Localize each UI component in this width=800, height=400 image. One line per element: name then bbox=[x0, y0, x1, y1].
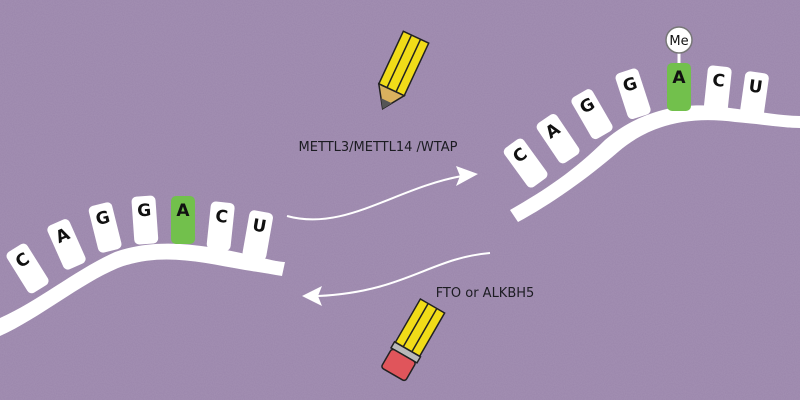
left-base-block bbox=[206, 201, 235, 251]
eraser-icon bbox=[381, 298, 446, 382]
right-strand-backbone bbox=[510, 105, 800, 222]
methyl-label: Me bbox=[669, 34, 688, 49]
reverse-arrow-head bbox=[302, 286, 322, 306]
left-base-letter: U bbox=[251, 215, 268, 237]
methyl-group: Me bbox=[665, 26, 693, 63]
left-base-0: C bbox=[6, 243, 49, 294]
left-strand-backbone bbox=[0, 243, 285, 336]
right-base-letter: U bbox=[747, 76, 763, 98]
right-base-block bbox=[703, 65, 732, 115]
right-base-letter: G bbox=[621, 74, 640, 97]
eraser-pencil-stripe bbox=[402, 303, 429, 348]
methyl-circle bbox=[665, 26, 693, 54]
reverse-enzyme-label: FTO or ALKBH5 bbox=[436, 286, 535, 301]
left-modified-base-block bbox=[171, 196, 195, 244]
left-base-letter: C bbox=[214, 207, 229, 228]
pencil-stripe bbox=[395, 39, 422, 93]
forward-arrow-line bbox=[286, 175, 463, 221]
right-base-block bbox=[536, 114, 580, 164]
forward-arrow-head bbox=[456, 166, 478, 186]
pencil-tip bbox=[380, 98, 392, 109]
pencil-stripe bbox=[386, 34, 413, 88]
right-base-block bbox=[615, 68, 651, 120]
right-base-0: C bbox=[503, 138, 548, 188]
right-base-block bbox=[739, 71, 769, 121]
forward-arrow bbox=[286, 166, 478, 221]
pencil-icon bbox=[377, 30, 430, 111]
left-base-letter: G bbox=[137, 201, 152, 222]
left-base-2: G bbox=[88, 202, 122, 253]
right-base-block bbox=[503, 138, 548, 188]
right-base-letter: C bbox=[711, 71, 726, 92]
eraser-pencil-stripe bbox=[411, 308, 438, 353]
right-base-block bbox=[571, 89, 613, 140]
left-base-block bbox=[242, 210, 273, 261]
right-base-3: G bbox=[615, 68, 651, 120]
left-base-3: G bbox=[131, 195, 159, 245]
right-base-2: G bbox=[571, 89, 613, 140]
right-modified-base-block bbox=[667, 63, 691, 111]
right-base-4: A bbox=[667, 63, 691, 111]
left-base-block bbox=[6, 243, 49, 294]
left-base-block bbox=[88, 202, 122, 253]
eraser-tip bbox=[381, 348, 416, 382]
reverse-arrow bbox=[302, 252, 491, 306]
right-base-6: U bbox=[739, 71, 769, 121]
left-base-4: A bbox=[171, 196, 195, 244]
right-base-1: A bbox=[536, 114, 580, 164]
left-base-1: A bbox=[47, 219, 86, 270]
forward-enzyme-label: METTL3/METTL14 /WTAP bbox=[299, 140, 458, 155]
left-base-block bbox=[47, 219, 86, 270]
left-base-block bbox=[131, 195, 159, 245]
right-base-letter: A bbox=[672, 68, 686, 88]
left-base-6: U bbox=[242, 210, 273, 261]
left-base-5: C bbox=[206, 201, 235, 251]
reverse-arrow-line bbox=[317, 252, 491, 297]
left-base-letter: G bbox=[94, 207, 112, 230]
right-base-5: C bbox=[703, 65, 732, 115]
left-base-letter: A bbox=[176, 201, 190, 221]
